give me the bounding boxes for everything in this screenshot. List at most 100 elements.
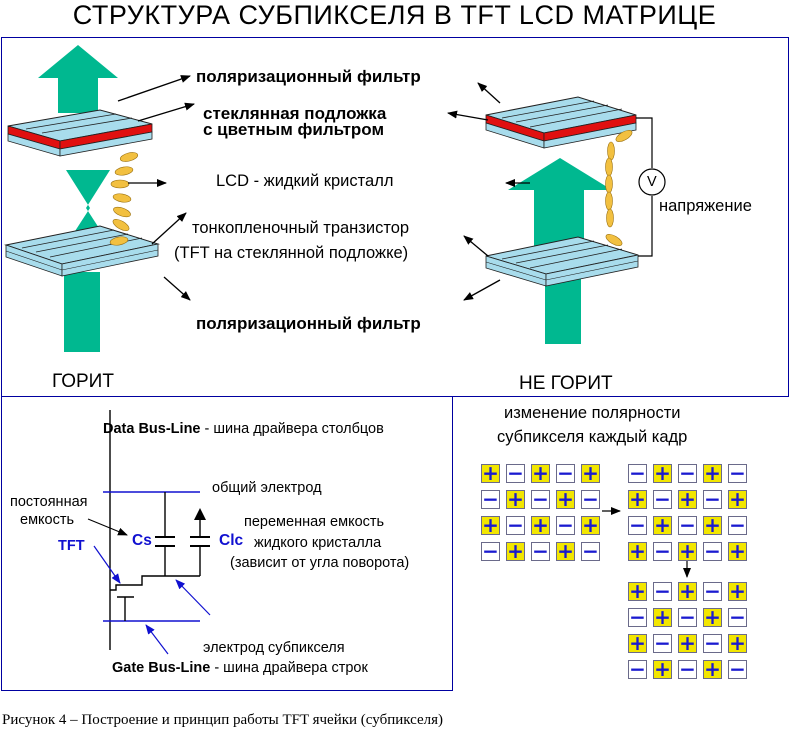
plus-cell: +	[556, 539, 575, 563]
minus-cell: −	[556, 461, 575, 485]
minus-cell: −	[653, 631, 672, 655]
label-polarizer-bottom: поляризационный фильтр	[196, 314, 421, 333]
plus-cell: +	[728, 631, 747, 655]
data-bus-desc: - шина драйвера столбцов	[200, 421, 384, 437]
label-arrows	[117, 75, 530, 301]
polarity-frame-1: +−+−+−+−+−+−+−+−+−+−	[481, 461, 600, 563]
label-liquid-crystal: LCD - жидкий кристалл	[216, 172, 394, 190]
plus-cell: +	[481, 513, 500, 537]
polarity-frame-2: −+−+−+−+−+−+−+−+−+−+	[628, 461, 747, 563]
plus-cell: +	[653, 513, 672, 537]
clc-label: Clc	[219, 532, 244, 549]
plus-cell: +	[531, 461, 550, 485]
variable-cap-line1: переменная емкость	[244, 514, 385, 530]
minus-cell: −	[703, 539, 722, 563]
minus-cell: −	[728, 461, 747, 485]
minus-cell: −	[653, 539, 672, 563]
minus-cell: −	[481, 487, 500, 511]
minus-cell: −	[628, 657, 647, 681]
minus-cell: −	[703, 487, 722, 511]
minus-cell: −	[531, 487, 550, 511]
plus-cell: +	[678, 487, 697, 511]
polarity-title-line2: субпикселя каждый кадр	[497, 428, 688, 446]
plus-cell: +	[506, 539, 525, 563]
minus-cell: −	[628, 461, 647, 485]
data-bus-name: Data Bus-Line	[103, 421, 201, 437]
plus-cell: +	[653, 605, 672, 629]
plus-cell: +	[678, 579, 697, 603]
plus-cell: +	[703, 657, 722, 681]
right-bottom-plate	[485, 236, 639, 287]
circuit-diagram	[87, 410, 211, 655]
label-tft-line1: тонкопленочный транзистор	[192, 219, 410, 237]
plus-cell: +	[728, 579, 747, 603]
circuit-panel	[1, 396, 453, 691]
voltmeter-icon	[638, 168, 666, 196]
minus-cell: −	[678, 461, 697, 485]
minus-cell: −	[678, 605, 697, 629]
minus-cell: −	[628, 513, 647, 537]
gate-bus-name: Gate Bus-Line	[112, 660, 211, 676]
minus-cell: −	[653, 487, 672, 511]
figure-caption: Рисунок 4 – Построение и принцип работы …	[2, 712, 444, 728]
figure-title: СТРУКТУРА СУБПИКСЕЛЯ В TFT LCD МАТРИЦЕ	[72, 0, 717, 30]
plus-cell: +	[653, 657, 672, 681]
variable-cap-line3: (зависит от угла поворота)	[230, 555, 410, 571]
plus-cell: +	[506, 487, 525, 511]
right-crystals	[605, 130, 633, 246]
plus-cell: +	[653, 461, 672, 485]
plus-cell: +	[703, 605, 722, 629]
plus-cell: +	[581, 513, 600, 537]
gate-bus-label: Gate Bus-Line - шина драйвера строк	[112, 660, 368, 676]
common-electrode-label: общий электрод	[212, 480, 322, 496]
minus-cell: −	[728, 657, 747, 681]
plus-cell: +	[628, 631, 647, 655]
left-light-beam	[38, 45, 118, 352]
plus-cell: +	[703, 513, 722, 537]
tft-label: TFT	[58, 538, 85, 554]
right-top-plate	[485, 96, 637, 149]
minus-cell: −	[678, 513, 697, 537]
minus-cell: −	[628, 605, 647, 629]
minus-cell: −	[728, 605, 747, 629]
storage-cap-line2: емкость	[20, 512, 75, 528]
minus-cell: −	[678, 657, 697, 681]
minus-cell: −	[556, 513, 575, 537]
variable-cap-line2: жидкого кристалла	[254, 535, 382, 551]
data-bus-label: Data Bus-Line - шина драйвера столбцов	[103, 421, 384, 437]
left-crystals	[109, 152, 139, 246]
label-glass-line1: стеклянная подложка	[203, 104, 387, 123]
state-off: НЕ ГОРИТ	[519, 373, 613, 394]
voltage-circuit	[636, 117, 666, 257]
plus-cell: +	[678, 631, 697, 655]
voltmeter-label: V	[647, 174, 657, 190]
minus-cell: −	[581, 539, 600, 563]
polarity-title-line1: изменение полярности	[504, 404, 681, 422]
label-tft-line2: (TFT на стеклянной подложке)	[174, 244, 409, 262]
plus-cell: +	[556, 487, 575, 511]
label-glass-line2: с цветным фильтром	[203, 120, 385, 139]
plus-cell: +	[628, 487, 647, 511]
gate-bus-desc: - шина драйвера строк	[210, 660, 368, 676]
minus-cell: −	[531, 539, 550, 563]
plus-cell: +	[628, 539, 647, 563]
minus-cell: −	[653, 579, 672, 603]
minus-cell: −	[703, 579, 722, 603]
plus-cell: +	[728, 539, 747, 563]
left-top-plate	[7, 109, 153, 157]
label-voltage: напряжение	[659, 197, 752, 215]
plus-cell: +	[728, 487, 747, 511]
left-bottom-plate	[4, 225, 160, 277]
storage-cap-line1: постоянная	[10, 494, 88, 510]
plus-cell: +	[678, 539, 697, 563]
plus-cell: +	[481, 461, 500, 485]
minus-cell: −	[703, 631, 722, 655]
plus-cell: +	[581, 461, 600, 485]
cs-label: Cs	[132, 532, 152, 549]
polarity-frame-3: +−+−+−+−+−+−+−+−+−+−	[628, 579, 747, 681]
plus-cell: +	[703, 461, 722, 485]
minus-cell: −	[481, 539, 500, 563]
minus-cell: −	[506, 461, 525, 485]
